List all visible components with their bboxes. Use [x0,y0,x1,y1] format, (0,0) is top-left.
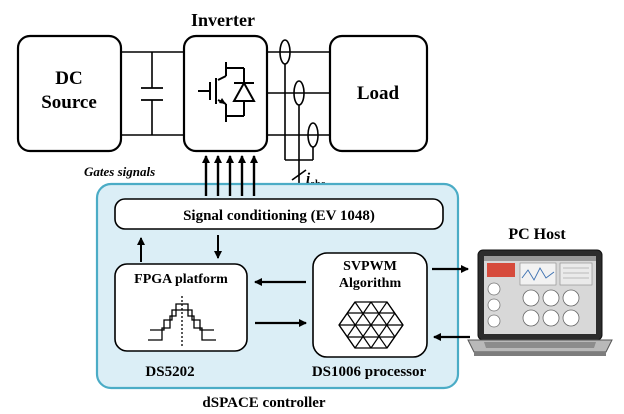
signal-conditioning-box [114,198,444,230]
ds5202-label: DS5202 [145,364,194,380]
svpwm-label-1: SVPWM [343,259,397,274]
igbt-symbol-icon [198,62,256,122]
capacitor-symbol [141,87,163,101]
svpwm-label-2: Algorithm [339,276,402,291]
laptop-icon [467,249,613,356]
fpga-platform-box [114,263,248,352]
ds1006-label: DS1006 processor [312,364,427,380]
gates-signals-label: Gates signals [84,164,155,179]
inverter-title: Inverter [191,10,255,30]
dc-bus-wires [121,51,184,136]
sc-fpga-arrows [137,235,222,262]
dc-source-label-2: Source [41,92,97,113]
igbt-emitter-arrow [219,98,226,104]
dc-source-box [16,34,123,153]
load-label: Load [357,83,400,104]
load-box [328,34,429,153]
pwm-waveform-icon [148,296,216,346]
pc-link-arrows [432,265,470,341]
fpga-platform-label: FPGA platform [134,272,228,287]
inverter-box [182,34,269,153]
dc-source-label-1: DC [55,68,82,89]
dspace-controller-label: dSPACE controller [202,395,326,411]
space-vector-hexagon-icon [338,301,404,349]
fpga-svpwm-arrows [254,278,307,327]
pc-host-label: PC Host [508,226,566,243]
gate-signal-arrows [202,155,258,196]
signal-conditioning-label: Signal conditioning (EV 1048) [183,208,375,224]
